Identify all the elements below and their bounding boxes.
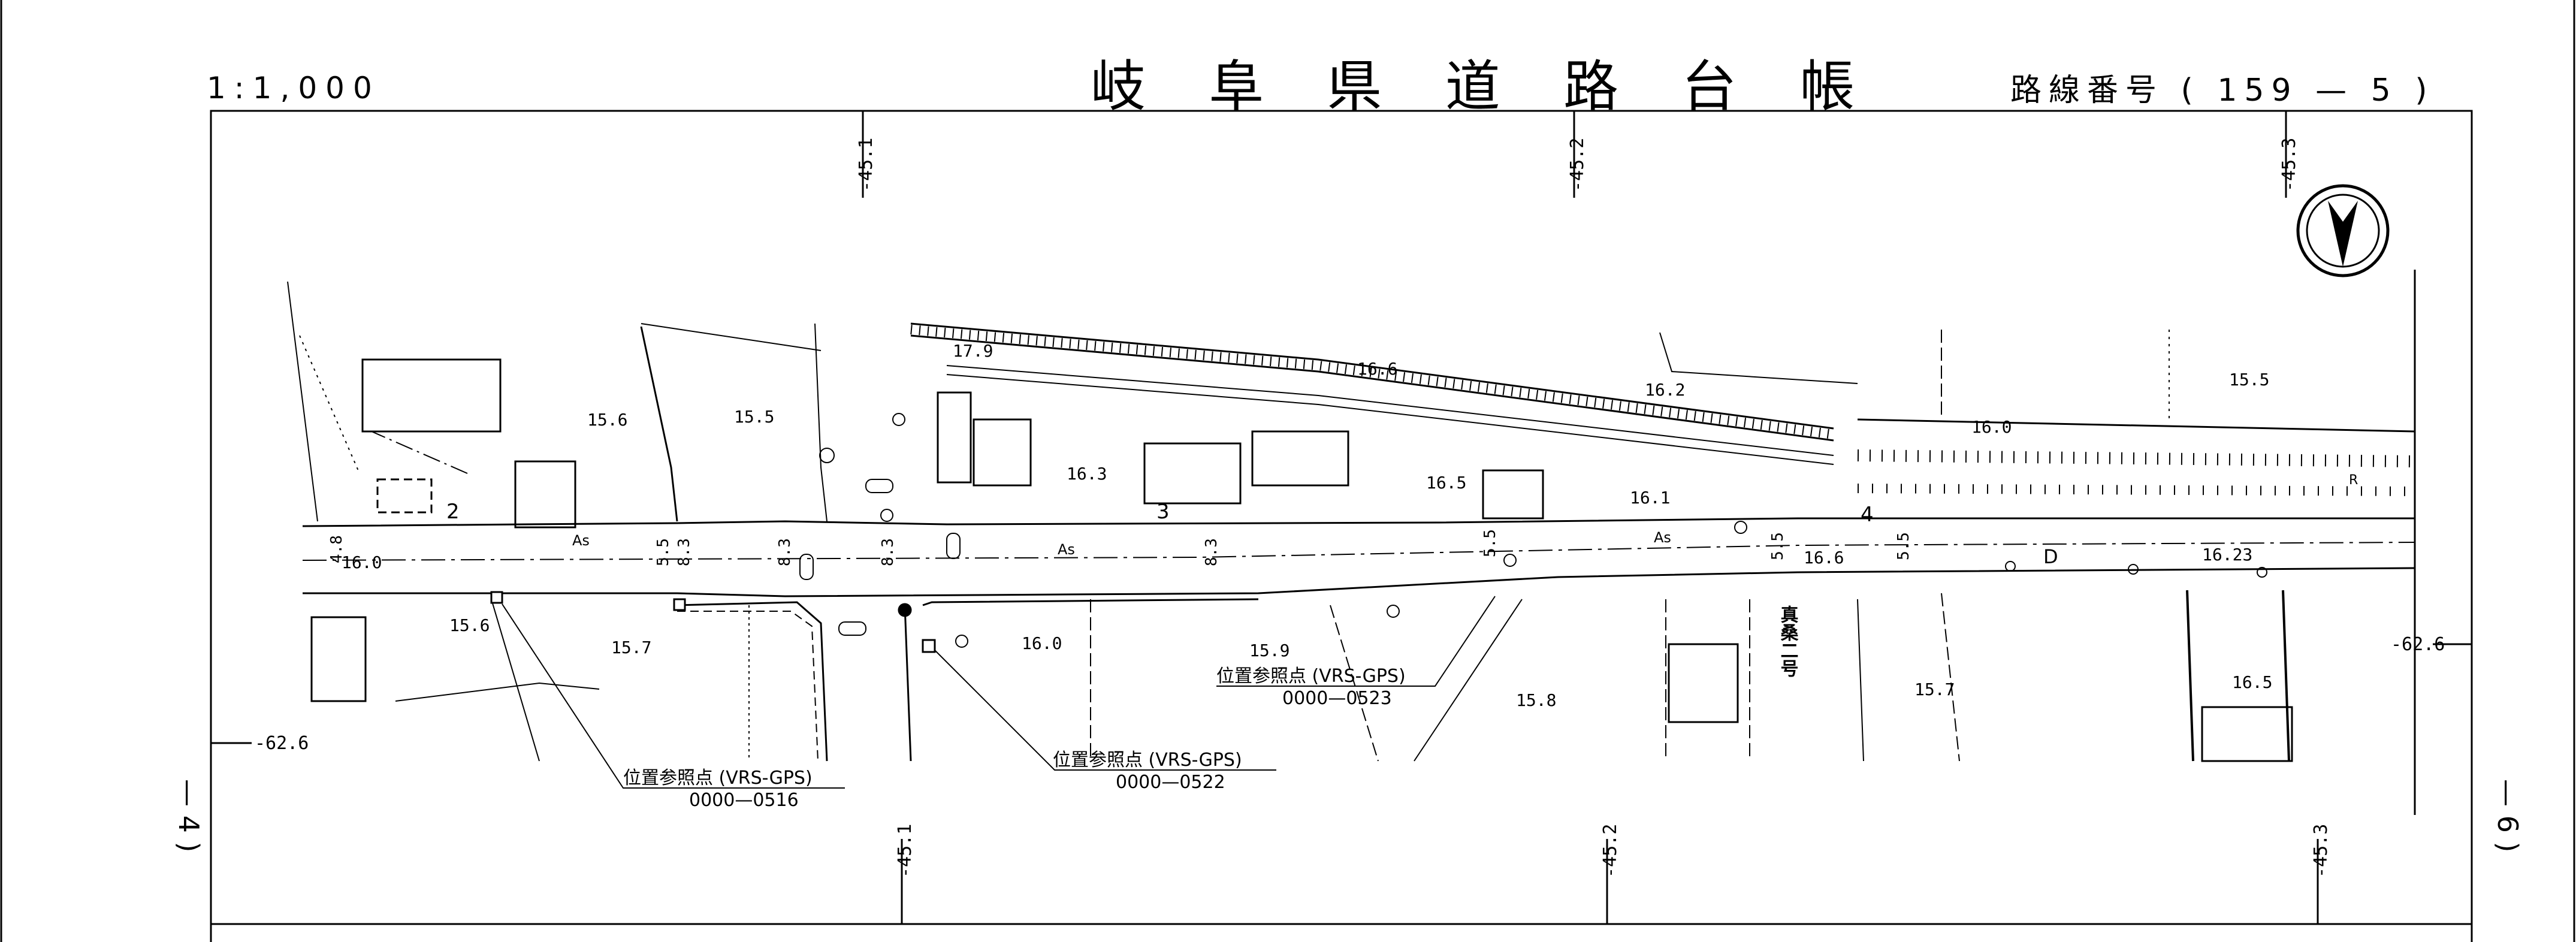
elevation: 16.2: [1645, 380, 1685, 400]
surface-label: As: [1654, 529, 1671, 546]
misc-mark: D: [2043, 545, 2058, 568]
block-number: 4: [1861, 503, 1874, 527]
reference-point-code: 0000—0522: [1116, 772, 1225, 793]
elevation: 16.0: [342, 552, 382, 572]
elevation: 16.23: [2202, 545, 2252, 564]
grid-label-bottom-1: -45.1: [895, 824, 916, 878]
building: [376, 478, 433, 514]
grid-label-bottom-3: -45.3: [2311, 824, 2332, 878]
elevation: 16.0: [1022, 633, 1062, 653]
width-label: 8.3: [879, 538, 897, 566]
right-sheet-ref: — 6 ): [2492, 779, 2524, 853]
main-road: [302, 517, 2415, 762]
elevation: 15.7: [611, 638, 651, 657]
building: [1143, 442, 1242, 505]
elevation-labels: 15.6 15.5 16.3 16.5 16.1 16.0 15.6 15.7 …: [342, 341, 2272, 710]
reference-point-label: 位置参照点 (VRS-GPS): [1053, 750, 1242, 771]
reference-point-code: 0000—0523: [1282, 688, 1392, 709]
grid-label-top-1: -45.1: [856, 138, 877, 192]
building: [2201, 706, 2293, 762]
block-numbers: 2 3 4: [446, 500, 1874, 527]
reference-point-label: 位置参照点 (VRS-GPS): [623, 768, 813, 789]
elevation: 15.7: [1914, 680, 1955, 699]
elevation: 15.5: [2229, 370, 2269, 390]
elevation: 15.5: [734, 407, 774, 427]
elevation: 15.6: [587, 410, 627, 430]
surface-label: As: [1058, 541, 1075, 558]
elevation: 16.5: [1426, 473, 1466, 493]
building: [1482, 469, 1544, 520]
elevation: 16.6: [1357, 359, 1397, 379]
leader-lines: [502, 596, 1496, 789]
building: [1251, 430, 1349, 487]
north-arrow-icon: [2296, 184, 2390, 277]
map-symbols: [799, 413, 2267, 648]
width-label: 5.5: [1769, 532, 1787, 560]
buildings: [310, 358, 2293, 762]
elevation: 16.5: [2232, 672, 2272, 692]
scale-label: 1:1,000: [207, 71, 380, 105]
reference-point-code: 0000—0516: [689, 790, 799, 811]
elevation: 16.1: [1630, 488, 1670, 508]
grid-label-left: -62.6: [255, 733, 309, 754]
width-label: 8.3: [1203, 538, 1221, 566]
building: [973, 418, 1032, 487]
surface-labels: As As As: [572, 529, 1671, 558]
elevation: 15.6: [449, 615, 490, 635]
grid-label-top-3: -45.3: [2279, 138, 2300, 192]
grid-label-right: -62.6: [2391, 634, 2445, 655]
map-frame: [210, 110, 2473, 942]
width-label: 8.3: [675, 538, 693, 566]
boundaries: [287, 281, 2290, 762]
grid-label-top-2: -45.2: [1567, 138, 1588, 192]
embankment: [1857, 270, 2416, 815]
width-label: 4.8: [328, 535, 346, 563]
grid-label-bottom-2: -45.2: [1600, 824, 1621, 878]
elevation: 17.9: [953, 341, 993, 361]
elevation: 16.6: [1804, 548, 1844, 567]
building: [310, 616, 367, 702]
block-number: 2: [446, 500, 460, 524]
misc-mark: R: [2349, 473, 2358, 488]
width-label: 5.5: [654, 538, 672, 566]
building: [937, 391, 972, 484]
reference-point-label: 位置参照点 (VRS-GPS): [1216, 666, 1406, 687]
building: [361, 358, 502, 433]
block-number: 3: [1156, 500, 1170, 524]
reference-point-labels: 位置参照点 (VRS-GPS) 0000—0516 位置参照点 (VRS-GPS…: [623, 666, 1406, 811]
elevation: 15.9: [1249, 641, 1289, 660]
elevation: 16.0: [1971, 417, 2012, 437]
width-label: 8.3: [776, 538, 794, 566]
width-labels: 5.5 8.3 8.3 8.3 8.3 5.5 5.5 5.5 4.8: [328, 529, 1913, 566]
elevation: 16.3: [1067, 464, 1107, 484]
surface-label: As: [572, 532, 590, 549]
building: [1668, 643, 1739, 723]
route-number: 路線番号 ( 159 — 5 ): [2010, 73, 2435, 108]
place-name: 真桑二号: [1777, 605, 1799, 677]
width-label: 5.5: [1895, 532, 1913, 560]
building: [514, 460, 576, 529]
railway: [910, 322, 1835, 465]
elevation: 15.8: [1516, 690, 1556, 710]
width-label: 5.5: [1481, 529, 1499, 557]
sheet-title: 岐 阜 県 道 路 台 帳: [1091, 55, 1878, 119]
reference-point-marks: [490, 591, 936, 653]
left-sheet-ref: — 4 ): [173, 779, 205, 853]
